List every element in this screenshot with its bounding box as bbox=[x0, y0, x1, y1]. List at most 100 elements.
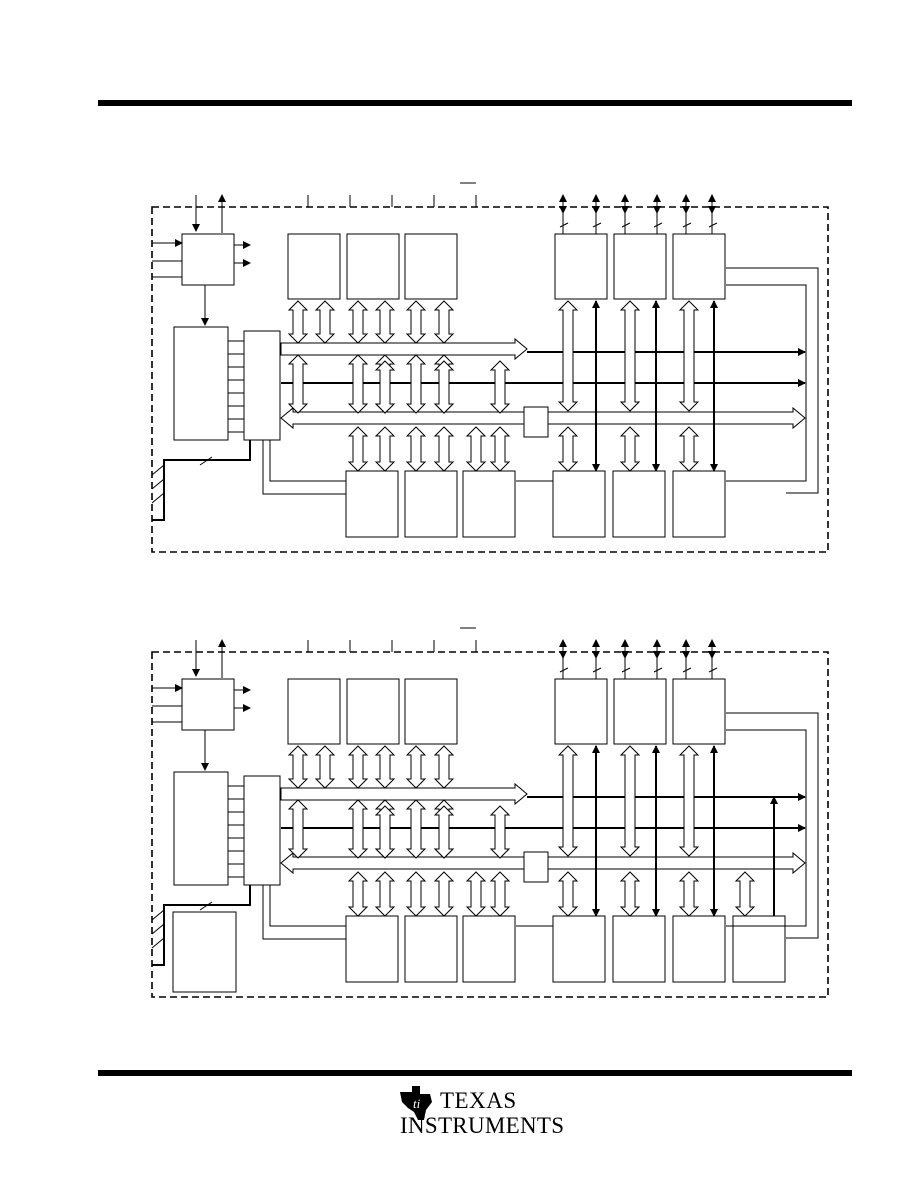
texas-instruments-logo: ti TEXAS INSTRUMENTS bbox=[396, 1082, 564, 1142]
block-diagram-upper bbox=[151, 182, 829, 553]
lower-block-7 bbox=[732, 915, 786, 983]
upper-connector-3 bbox=[347, 745, 369, 789]
mid-connector-4 bbox=[405, 799, 427, 859]
lower-block-1 bbox=[345, 915, 399, 983]
address-bus-arrow bbox=[280, 782, 528, 806]
io-port-pin-1 bbox=[151, 909, 165, 921]
upper-block-3 bbox=[404, 233, 458, 300]
upper-connector-4 bbox=[374, 745, 396, 789]
pin-slash-6 bbox=[708, 222, 718, 228]
lower-connector-3 bbox=[405, 871, 427, 917]
lower-right-connector-3 bbox=[678, 871, 700, 917]
pin-slash-4 bbox=[653, 222, 663, 228]
route-decoder-lower bbox=[262, 440, 346, 495]
upper-block-4 bbox=[554, 233, 608, 300]
io-port-bus bbox=[152, 440, 251, 521]
lower-connector-6 bbox=[489, 426, 511, 472]
upper-block-2 bbox=[346, 678, 400, 745]
lower-connector-5 bbox=[465, 426, 487, 472]
lower-connector-2 bbox=[374, 871, 396, 917]
upper-block-5 bbox=[613, 678, 667, 745]
cpu-block bbox=[173, 326, 229, 441]
lower-connector-4 bbox=[433, 426, 455, 472]
lower-connector-1 bbox=[347, 426, 369, 472]
route-right-loop-1 bbox=[726, 712, 819, 939]
upper-connector-1 bbox=[287, 300, 309, 344]
route-decoder-lower-2 bbox=[269, 885, 346, 927]
upper-connector-2 bbox=[314, 300, 336, 344]
lower-right-connector-2 bbox=[619, 426, 641, 472]
pin-slash-2 bbox=[592, 667, 602, 673]
upper-block-3 bbox=[404, 678, 458, 745]
memory-block bbox=[172, 911, 237, 993]
lower-right-connector-1 bbox=[557, 426, 579, 472]
lower-block-6 bbox=[672, 915, 726, 983]
pin-slash-5 bbox=[682, 667, 692, 673]
mid2-connector-3 bbox=[489, 805, 511, 859]
io-port-pin-3 bbox=[151, 492, 165, 504]
clock-control-block bbox=[181, 678, 235, 731]
lower-connector-1 bbox=[347, 871, 369, 917]
route-decoder-lower bbox=[262, 885, 346, 940]
upper-connector-3 bbox=[347, 300, 369, 344]
lower-block-4 bbox=[552, 915, 606, 983]
pin-slash-2 bbox=[592, 222, 602, 228]
right-connector-2 bbox=[619, 300, 641, 412]
upper-connector-4 bbox=[374, 300, 396, 344]
io-port-pin-2 bbox=[151, 923, 165, 935]
bus-bridge-block bbox=[523, 406, 549, 438]
lower-connector-2 bbox=[374, 426, 396, 472]
mid-connector-1 bbox=[287, 354, 309, 414]
io-port-bus bbox=[152, 885, 251, 966]
upper-connector-6 bbox=[433, 300, 455, 344]
right-connector-3 bbox=[678, 300, 700, 412]
lower-block-1 bbox=[345, 470, 399, 538]
io-port-pin-3 bbox=[151, 937, 165, 949]
pin-slash-4 bbox=[653, 667, 663, 673]
pin-slash-6 bbox=[708, 667, 718, 673]
lower-connector-4 bbox=[433, 871, 455, 917]
upper-block-4 bbox=[554, 678, 608, 745]
mid-connector-2 bbox=[347, 354, 369, 414]
header-rule bbox=[98, 100, 852, 106]
decoder-block bbox=[243, 330, 281, 441]
cpu-block bbox=[173, 771, 229, 886]
lower-right-connector-2 bbox=[619, 871, 641, 917]
dashed-boundary bbox=[151, 651, 829, 998]
pin-slash-3 bbox=[621, 667, 631, 673]
route-right-loop-1 bbox=[726, 267, 819, 494]
upper-block-5 bbox=[613, 233, 667, 300]
upper-connector-2 bbox=[314, 745, 336, 789]
clock-control-block bbox=[181, 233, 235, 286]
mid2-connector-3 bbox=[489, 360, 511, 414]
lower-block-5 bbox=[612, 915, 666, 983]
dashed-boundary bbox=[151, 206, 829, 553]
logo-line-instruments: INSTRUMENTS bbox=[400, 1113, 565, 1138]
lower-connector-3 bbox=[405, 426, 427, 472]
mid2-connector-1 bbox=[374, 360, 396, 414]
io-port-pin-1 bbox=[151, 464, 165, 476]
upper-block-6 bbox=[672, 233, 726, 300]
lower-block-4 bbox=[552, 470, 606, 538]
decoder-block bbox=[243, 775, 281, 886]
io-port-pin-2 bbox=[151, 478, 165, 490]
lower-block-3 bbox=[462, 915, 516, 983]
lower-block-3 bbox=[462, 470, 516, 538]
address-bus-arrow bbox=[280, 337, 528, 361]
upper-block-6 bbox=[672, 678, 726, 745]
mid-connector-1 bbox=[287, 799, 309, 859]
svg-text:ti: ti bbox=[413, 1096, 421, 1111]
lower-block-2 bbox=[404, 915, 458, 983]
right-connector-2 bbox=[619, 745, 641, 857]
lower-right-connector-1 bbox=[557, 871, 579, 917]
block-diagram-lower bbox=[151, 627, 829, 998]
lower-right-connector-3 bbox=[678, 426, 700, 472]
lower-block-2 bbox=[404, 470, 458, 538]
mid2-connector-2 bbox=[433, 805, 455, 859]
upper-block-2 bbox=[346, 233, 400, 300]
upper-connector-6 bbox=[433, 745, 455, 789]
lower-connector-6 bbox=[489, 871, 511, 917]
pin-slash-5 bbox=[682, 222, 692, 228]
mid2-connector-1 bbox=[374, 805, 396, 859]
